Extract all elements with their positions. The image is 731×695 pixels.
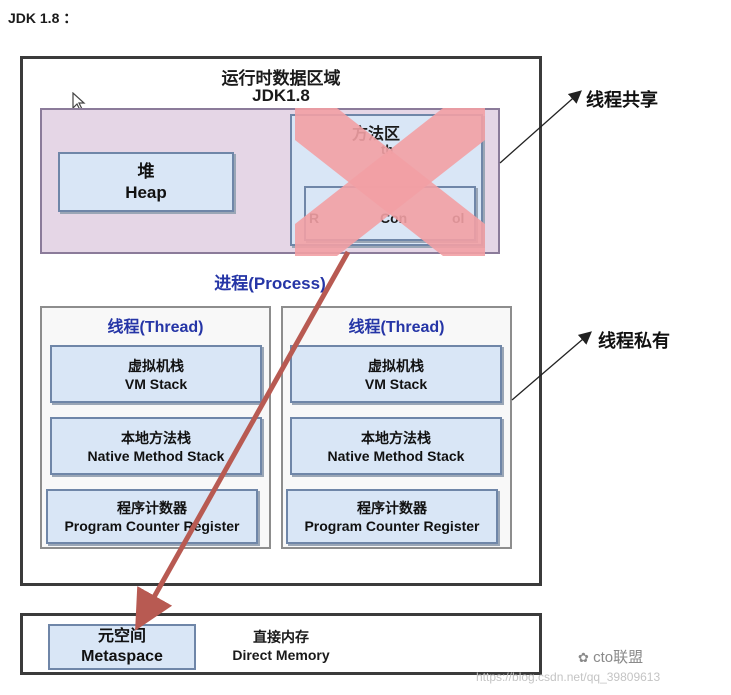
runtime-area-title: 运行时数据区域 <box>221 69 341 88</box>
chat-bubble-icon: ✿ <box>578 650 589 665</box>
heap-cn: 堆 <box>137 162 155 181</box>
pc-register-box-2: 程序计数器 Program Counter Register <box>286 489 498 544</box>
vm-stack-box-1: 虚拟机栈 VM Stack <box>50 345 262 403</box>
pc-register-cn-2: 程序计数器 <box>357 500 427 516</box>
private-label: 线程私有 <box>598 331 670 351</box>
direct-memory: 直接内存 Direct Memory <box>220 628 342 664</box>
native-stack-box-2: 本地方法栈 Native Method Stack <box>290 417 502 475</box>
pc-register-box-1: 程序计数器 Program Counter Register <box>46 489 258 544</box>
direct-memory-cn: 直接内存 <box>253 629 309 645</box>
process-label: 进程(Process) <box>214 274 326 293</box>
watermark-brand-text: cto联盟 <box>593 649 644 666</box>
native-stack-en-1: Native Method Stack <box>87 448 225 464</box>
watermark-brand: ✿ cto联盟 <box>578 646 643 667</box>
native-stack-en-2: Native Method Stack <box>327 448 465 464</box>
cross-out-mark <box>295 108 485 256</box>
heap-en: Heap <box>125 183 167 202</box>
watermark-url: https://blog.csdn.net/qq_39809613 <box>476 670 661 684</box>
native-stack-cn-1: 本地方法栈 <box>121 430 191 446</box>
metaspace-en: Metaspace <box>81 648 163 665</box>
vm-stack-cn-2: 虚拟机栈 <box>368 358 424 374</box>
direct-memory-en: Direct Memory <box>232 647 330 663</box>
pc-register-en-2: Program Counter Register <box>304 518 480 534</box>
migration-arrow <box>135 250 351 631</box>
shared-pointer-line <box>499 90 582 164</box>
runtime-area-version: JDK1.8 <box>252 86 310 105</box>
metaspace-cn: 元空间 <box>97 628 146 645</box>
vm-stack-cn-1: 虚拟机栈 <box>128 358 184 374</box>
pc-register-cn-1: 程序计数器 <box>117 500 187 516</box>
vm-stack-en-1: VM Stack <box>124 376 188 392</box>
metaspace-box: 元空间 Metaspace <box>48 624 196 670</box>
page-heading: JDK 1.8 ： <box>8 10 78 26</box>
thread-title-2: 线程(Thread) <box>348 319 445 336</box>
native-stack-box-1: 本地方法栈 Native Method Stack <box>50 417 262 475</box>
native-stack-cn-2: 本地方法栈 <box>361 430 431 446</box>
private-pointer-line <box>511 331 592 401</box>
vm-stack-box-2: 虚拟机栈 VM Stack <box>290 345 502 403</box>
thread-title-1: 线程(Thread) <box>107 319 204 336</box>
shared-label: 线程共享 <box>586 90 658 110</box>
heap-box: 堆 Heap <box>58 152 234 212</box>
vm-stack-en-2: VM Stack <box>364 376 428 392</box>
